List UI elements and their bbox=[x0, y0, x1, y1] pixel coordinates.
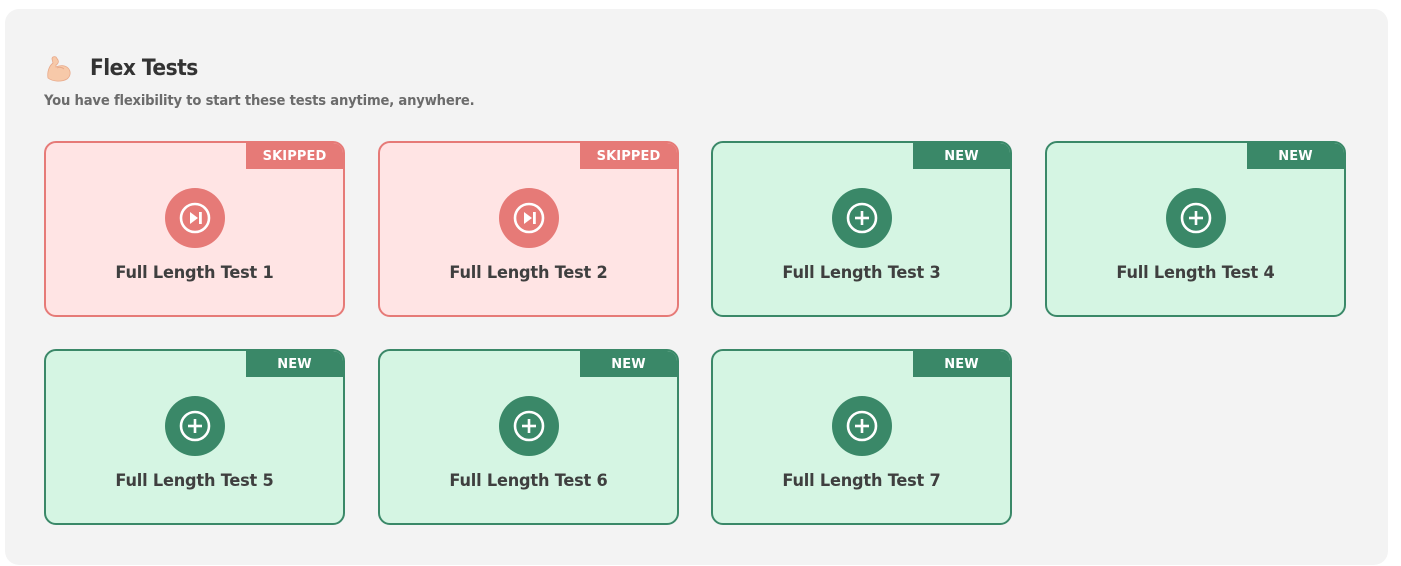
flex-tests-panel: Flex Tests You have flexibility to start… bbox=[5, 9, 1388, 565]
test-action-button[interactable] bbox=[164, 188, 225, 248]
test-action-button[interactable] bbox=[164, 396, 225, 456]
test-action-button[interactable] bbox=[831, 396, 892, 456]
plus-circle-icon bbox=[846, 202, 877, 234]
test-action-button[interactable] bbox=[498, 396, 559, 456]
test-card-3[interactable]: NEW Full Length Test 3 bbox=[711, 141, 1012, 317]
plus-circle-icon bbox=[1180, 202, 1211, 234]
status-badge: NEW bbox=[913, 351, 1010, 377]
title-row: Flex Tests bbox=[44, 53, 502, 83]
plus-circle-icon bbox=[513, 410, 544, 442]
test-card-7[interactable]: NEW Full Length Test 7 bbox=[711, 349, 1012, 525]
test-card-4[interactable]: NEW Full Length Test 4 bbox=[1045, 141, 1346, 317]
plus-circle-icon bbox=[846, 410, 877, 442]
status-badge: NEW bbox=[246, 351, 343, 377]
test-card-1[interactable]: SKIPPED Full Length Test 1 bbox=[44, 141, 345, 317]
test-card-2[interactable]: SKIPPED Full Length Test 2 bbox=[378, 141, 679, 317]
status-badge: NEW bbox=[1247, 143, 1344, 169]
test-card-label: Full Length Test 2 bbox=[449, 263, 608, 283]
test-action-button[interactable] bbox=[831, 188, 892, 248]
test-card-label: Full Length Test 4 bbox=[1116, 263, 1275, 283]
test-card-label: Full Length Test 5 bbox=[115, 471, 274, 491]
test-action-button[interactable] bbox=[498, 188, 559, 248]
flexed-biceps-icon bbox=[44, 53, 78, 83]
test-card-5[interactable]: NEW Full Length Test 5 bbox=[44, 349, 345, 525]
status-badge: NEW bbox=[580, 351, 677, 377]
section-header: Flex Tests You have flexibility to start… bbox=[44, 53, 502, 110]
test-card-label: Full Length Test 6 bbox=[449, 471, 608, 491]
status-badge: NEW bbox=[913, 143, 1010, 169]
skip-forward-icon bbox=[513, 202, 544, 234]
test-card-6[interactable]: NEW Full Length Test 6 bbox=[378, 349, 679, 525]
status-badge: SKIPPED bbox=[580, 143, 677, 169]
section-subtitle: You have flexibility to start these test… bbox=[44, 93, 475, 109]
test-card-label: Full Length Test 3 bbox=[782, 263, 941, 283]
plus-circle-icon bbox=[179, 410, 210, 442]
test-card-label: Full Length Test 1 bbox=[115, 263, 274, 283]
skip-forward-icon bbox=[179, 202, 210, 234]
test-card-label: Full Length Test 7 bbox=[782, 471, 941, 491]
status-badge: SKIPPED bbox=[246, 143, 343, 169]
section-title: Flex Tests bbox=[90, 55, 198, 81]
test-action-button[interactable] bbox=[1165, 188, 1226, 248]
